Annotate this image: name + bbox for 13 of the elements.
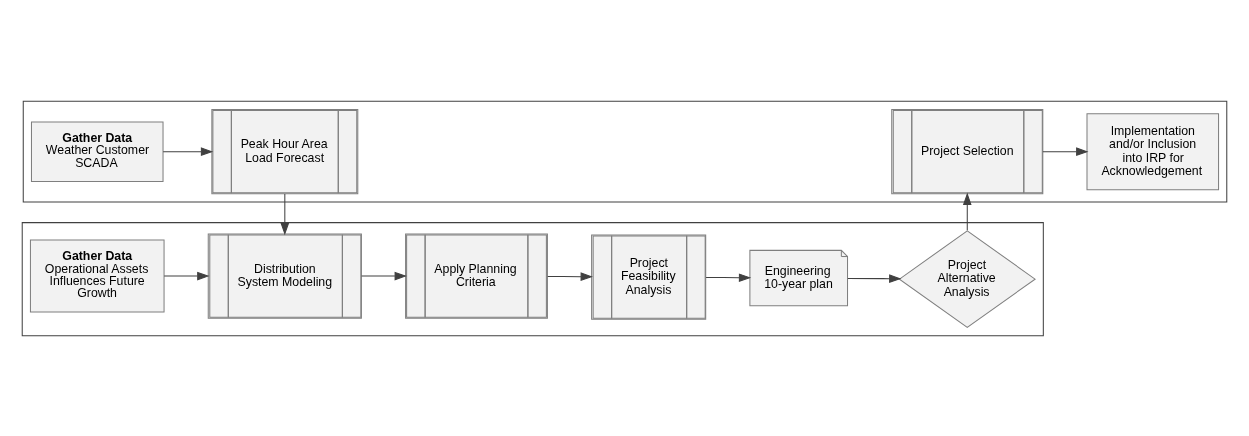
node-diamond: Project Alternative Analysis	[898, 229, 1036, 328]
arrow	[962, 192, 972, 231]
arrow	[361, 271, 407, 280]
arrow	[847, 273, 902, 283]
arrow	[280, 193, 290, 235]
node-box: Gather Data Operational Assets Influences Future Growth	[29, 239, 165, 313]
arrow	[162, 146, 214, 156]
node-box: Gather Data Weather Customer SCADA	[30, 120, 164, 182]
arrow	[1042, 146, 1089, 156]
arrow	[163, 271, 210, 280]
arrow	[705, 272, 752, 282]
arrow	[547, 271, 593, 281]
node-box: Implementation and/or Inclusion into IRP for Acknowledgement	[1086, 112, 1220, 190]
